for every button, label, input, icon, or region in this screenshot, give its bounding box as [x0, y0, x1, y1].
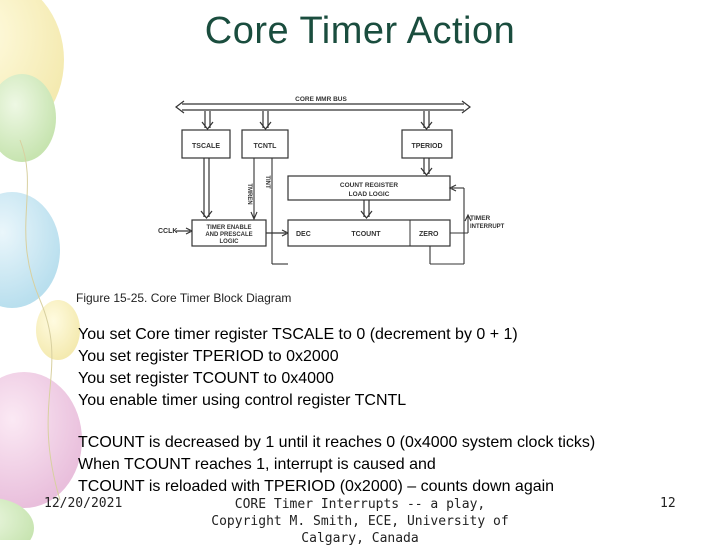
bullet-line-3: You set register TCOUNT to 0x4000	[78, 370, 334, 387]
bullet-line-2: You set register TPERIOD to 0x2000	[78, 348, 339, 365]
balloon-blue-icon	[0, 192, 60, 308]
timer-enable-label-1: TIMER ENABLE	[207, 225, 252, 231]
bullet-line-7: TCOUNT is reloaded with TPERIOD (0x2000)…	[78, 478, 555, 495]
tperiod-block	[401, 129, 453, 159]
tcount-label: TCOUNT	[351, 231, 381, 238]
count-register-load-logic-block	[287, 175, 451, 201]
slide-body: You set Core timer register TSCALE to 0 …	[78, 324, 698, 498]
balloon-green-bottom-icon	[0, 498, 34, 540]
balloon-pink-icon	[0, 372, 82, 508]
footer-copyright: CORE Timer Interrupts -- a play, Copyrig…	[190, 496, 530, 547]
block-diagram-svg: CORE MMR BUS TSCALE TCNTL TPERIOD	[76, 96, 505, 305]
footer-line-1: CORE Timer Interrupts -- a play,	[234, 497, 486, 512]
balloon-green-icon	[0, 74, 56, 162]
tcount-register-block	[287, 219, 451, 247]
tcntl-label: TCNTL	[254, 143, 278, 150]
timer-interrupt-label-2: INTERRUPT	[470, 224, 505, 230]
timer-enable-label-2: AND PRESCALE	[205, 232, 252, 238]
tcntl-block	[241, 129, 289, 159]
tperiod-label: TPERIOD	[411, 143, 442, 150]
count-register-label: COUNT REGISTER	[340, 182, 398, 189]
slide-title: Core Timer Action	[204, 10, 516, 52]
load-logic-label: LOAD LOGIC	[349, 191, 390, 198]
bullet-line-6: When TCOUNT reaches 1, interrupt is caus…	[78, 456, 436, 473]
bus-label: CORE MMR BUS	[295, 96, 347, 103]
tint-label: TINT	[264, 175, 270, 189]
footer-line-3: Calgary, Canada	[301, 531, 419, 546]
figure-caption: Figure 15-25. Core Timer Block Diagram	[76, 291, 291, 305]
tscale-label: TSCALE	[192, 143, 220, 150]
bullet-line-4: You enable timer using control register …	[78, 392, 407, 409]
core-mmr-bus	[175, 100, 471, 114]
cclk-label: CCLK	[158, 228, 177, 235]
timer-interrupt-label-1: TIMER	[470, 215, 491, 222]
dec-label: DEC	[296, 231, 311, 238]
balloon-yellow-small-icon	[36, 300, 80, 360]
footer-date: 12/20/2021	[44, 496, 123, 511]
tscale-block	[181, 129, 231, 159]
timer-enable-label-3: LOGIC	[220, 239, 240, 245]
zero-label: ZERO	[419, 231, 439, 238]
page-number: 12	[660, 496, 676, 511]
footer-line-2: Copyright M. Smith, ECE, University of	[211, 514, 509, 529]
core-timer-block-diagram: CORE MMR BUS TSCALE TCNTL TPERIOD	[76, 90, 536, 305]
bullet-line-1: You set Core timer register TSCALE to 0 …	[78, 326, 518, 343]
tmren-label: TMREN	[246, 183, 252, 204]
reload-feedback-line	[271, 184, 465, 265]
bullet-line-5: TCOUNT is decreased by 1 until it reache…	[78, 434, 596, 451]
